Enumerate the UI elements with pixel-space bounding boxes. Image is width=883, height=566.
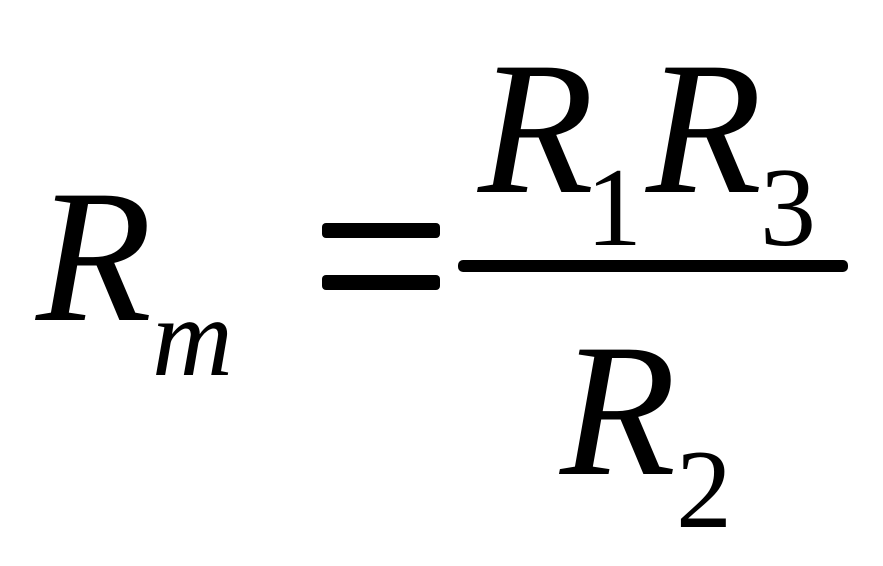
denominator-subscript: 2	[676, 428, 732, 552]
numerator-subscript-1: 1	[586, 146, 642, 270]
fraction-bar	[458, 260, 848, 272]
equals-bottom-bar	[322, 275, 440, 290]
lhs-symbol: R	[36, 152, 153, 362]
lhs-subscript: m	[152, 276, 233, 400]
numerator-subscript-2: 3	[760, 146, 816, 270]
equals-top-bar	[322, 223, 440, 238]
denominator-symbol: R	[560, 306, 677, 516]
numerator-symbol-1: R	[478, 24, 595, 234]
numerator-symbol-2: R	[646, 24, 763, 234]
